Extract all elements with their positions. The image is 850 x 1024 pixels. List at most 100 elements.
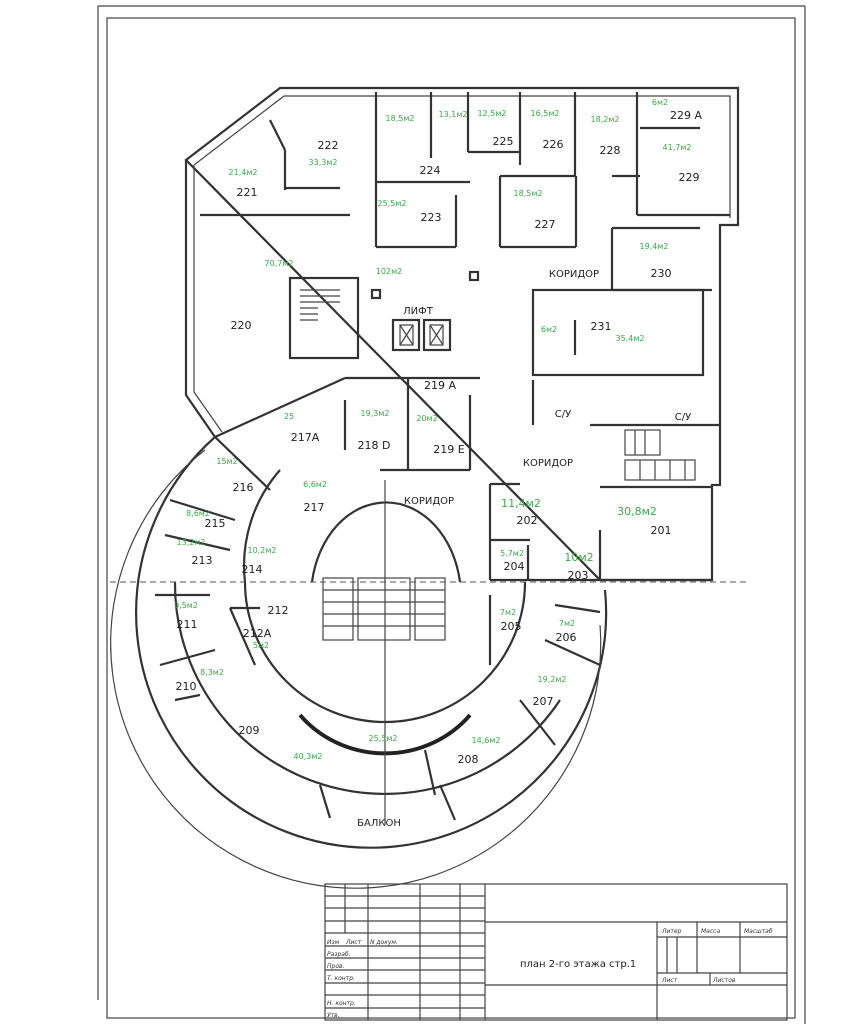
room-area: 5,7м2 [500, 549, 524, 558]
room-number: 223 [421, 211, 442, 224]
tb-izm: Изм [327, 939, 340, 946]
room-number: 217A [291, 431, 320, 444]
room-area: 6,6м2 [303, 480, 327, 489]
room-number: 230 [651, 267, 672, 280]
room-number: 225 [493, 135, 514, 148]
room-area: 41,7м2 [663, 143, 692, 152]
room-area: 6м2 [541, 325, 557, 334]
room-area: 18,2м2 [591, 115, 620, 124]
room-area: 30,8м2 [617, 505, 657, 518]
room-area: 11,4м2 [501, 497, 541, 510]
wc-label: С/У [675, 412, 691, 423]
lift-label: ЛИФТ [403, 306, 434, 317]
room-number: 211 [177, 618, 198, 631]
stairs-icon [624, 429, 696, 481]
room-area: 70,7м2 [265, 259, 294, 268]
corridor-label: КОРИДОР [404, 496, 454, 507]
tb-nkontr: Н. контр. [327, 1000, 356, 1007]
room-area: 19,3м2 [361, 409, 390, 418]
room-number: 226 [543, 138, 564, 151]
room-number: 208 [458, 753, 479, 766]
room-number: 202 [517, 514, 538, 527]
room-number: 220 [231, 319, 252, 332]
room-area: 19,4м2 [640, 242, 669, 251]
room-area: 25,5м2 [369, 734, 398, 743]
seating-icon [322, 577, 446, 641]
tb-utv: Утв. [327, 1012, 340, 1019]
building-walls [184, 86, 740, 582]
room-area: 7м2 [559, 619, 575, 628]
room-area: 12,5м2 [478, 109, 507, 118]
room-number: 221 [237, 186, 258, 199]
room-number: 215 [205, 517, 226, 530]
room-area: 20м2 [416, 414, 437, 423]
room-area: 35,4м2 [616, 334, 645, 343]
balcony-label: БАЛКОН [357, 818, 401, 829]
room-labels: 222 33,3м2 221 21,4м2 224 18,5м2 13,1м2 … [174, 98, 702, 829]
elevator-icon [391, 318, 452, 352]
room-area: 8,3м2 [200, 668, 224, 677]
room-number: 213 [192, 554, 213, 567]
room-area: 102м2 [376, 267, 402, 276]
room-area: 16,5м2 [531, 109, 560, 118]
room-number: 207 [533, 695, 554, 708]
room-area: 10,2м2 [248, 546, 277, 555]
room-area: 18,5м2 [514, 189, 543, 198]
room-area: 9,5м2 [174, 601, 198, 610]
tb-liter: Литер [661, 928, 682, 935]
room-area: 18,5м2 [386, 114, 415, 123]
room-area: 10м2 [564, 551, 593, 564]
room-number: 212 [268, 604, 289, 617]
title-block: Изм Лист N докум. Разраб. Пров. Т. контр… [324, 883, 788, 1021]
tb-masshtab: Масштаб [744, 928, 773, 935]
room-number: 214 [242, 563, 263, 576]
room-number: 222 [318, 139, 339, 152]
room-number: 201 [651, 524, 672, 537]
tb-list: Лист [345, 939, 362, 946]
room-number: 219 E [433, 443, 464, 456]
room-area: 6м2 [652, 98, 668, 107]
room-number: 227 [535, 218, 556, 231]
room-number: 229 А [670, 109, 702, 122]
room-number: 204 [504, 560, 525, 573]
tb-doc: N докум. [370, 939, 398, 946]
tb-sheets: Листов [712, 977, 736, 984]
room-number: 212A [243, 627, 272, 640]
tb-tkontr: Т. контр. [327, 975, 355, 982]
room-area: 25 [284, 412, 294, 421]
room-number: 216 [233, 481, 254, 494]
room-area: 14,6м2 [472, 736, 501, 745]
room-number: 203 [568, 569, 589, 582]
tb-massa: Масса [701, 928, 720, 935]
room-area: 15м2 [216, 457, 237, 466]
sheet-frame [97, 5, 806, 1024]
corridor-label: КОРИДОР [549, 269, 599, 280]
room-area: 13,2м2 [177, 538, 206, 547]
room-area: 5м2 [253, 641, 269, 650]
room-number: 209 [239, 724, 260, 737]
tb-razrab: Разраб. [327, 951, 351, 958]
wc-label: С/У [555, 409, 571, 420]
room-number: 206 [556, 631, 577, 644]
room-area: 25,5м2 [378, 199, 407, 208]
room-number: 219 A [424, 379, 456, 392]
tb-prov: Пров. [327, 963, 345, 970]
room-number: 217 [304, 501, 325, 514]
room-area: 7м2 [500, 608, 516, 617]
room-area: 33,3м2 [309, 158, 338, 167]
room-area: 13,1м2 [439, 110, 468, 119]
room-number: 218 D [358, 439, 391, 452]
room-area: 40,3м2 [294, 752, 323, 761]
room-number: 229 [679, 171, 700, 184]
room-area: 19,2м2 [538, 675, 567, 684]
stairs-icon [300, 289, 340, 321]
drawing-title: план 2-го этажа стр.1 [520, 959, 636, 970]
room-number: 205 [501, 620, 522, 633]
corridor-label: КОРИДОР [523, 458, 573, 469]
room-number: 231 [591, 320, 612, 333]
room-number: 210 [176, 680, 197, 693]
room-area: 8,6м2 [186, 509, 210, 518]
room-number: 224 [420, 164, 441, 177]
room-number: 228 [600, 144, 621, 157]
